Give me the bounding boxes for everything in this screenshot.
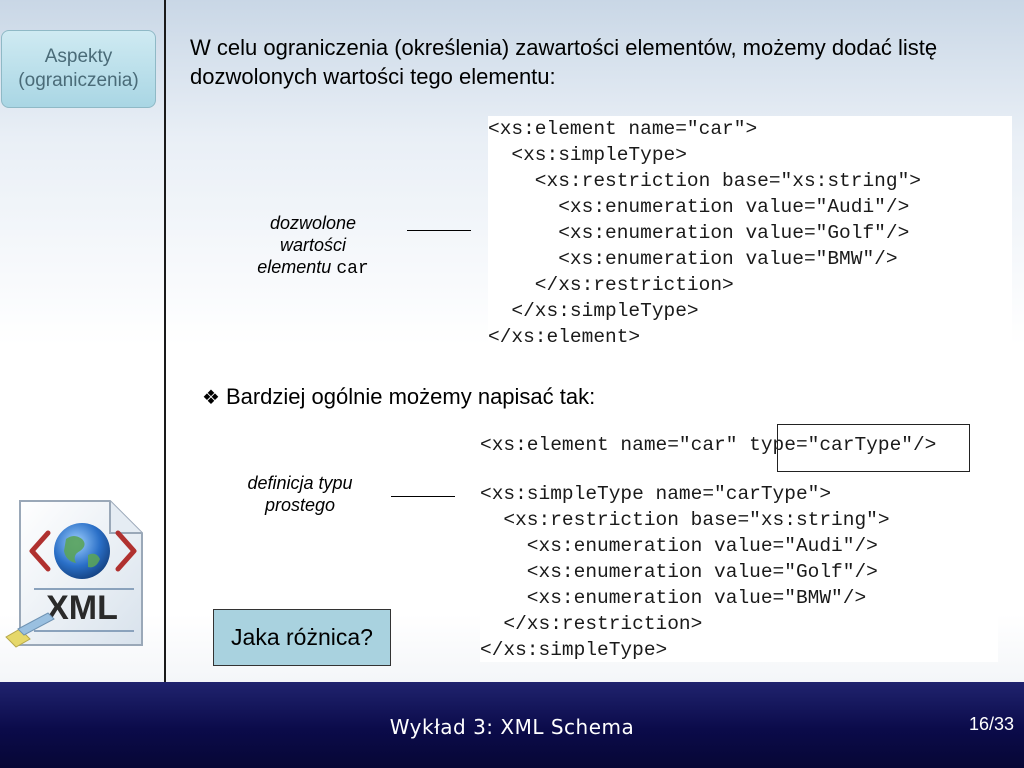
code-line: <xs:simpleType>	[488, 144, 687, 166]
caption-code: car	[336, 259, 369, 279]
type-attribute-highlight	[777, 424, 970, 472]
caption-line: dozwolone	[269, 213, 357, 233]
caption-line: elementu	[257, 257, 332, 277]
code-line: </xs:restriction>	[480, 613, 703, 635]
topic-badge: Aspekty (ograniczenia)	[1, 30, 156, 108]
code-line: </xs:element>	[488, 326, 641, 348]
code-line: <xs:restriction base="xs:string">	[480, 509, 890, 531]
code-line: <xs:restriction base="xs:string">	[488, 170, 921, 192]
xml-logo-text: XML	[46, 589, 118, 627]
code-line: <xs:element name="car">	[488, 118, 758, 140]
diamond-bullet-icon: ❖	[202, 387, 220, 409]
caption-line: definicja typu	[247, 473, 353, 493]
code-line: </xs:simpleType>	[488, 300, 699, 322]
connector-line	[407, 230, 471, 231]
code-line: <xs:enumeration value="Golf"/>	[480, 561, 878, 583]
caption-line: wartości	[279, 235, 346, 255]
code-block-enumeration: <xs:element name="car"> <xs:simpleType> …	[488, 116, 1012, 352]
code-block-simpletype: <xs:element name="car" type="carType"/> <…	[480, 430, 998, 662]
code-line: <xs:enumeration value="Audi"/>	[480, 535, 878, 557]
code-line: <xs:enumeration value="Golf"/>	[488, 222, 910, 244]
code-line: </xs:simpleType>	[480, 639, 668, 661]
footer-bar: Wykład 3: XML Schema 16/33	[0, 682, 1024, 768]
code-line: <xs:enumeration value="BMW"/>	[480, 587, 867, 609]
connector-line	[391, 496, 455, 497]
code-line: <xs:enumeration value="BMW"/>	[488, 248, 898, 270]
bullet-point: ❖Bardziej ogólnie możemy napisać tak:	[202, 382, 595, 413]
bullet-text: Bardziej ogólnie możemy napisać tak:	[225, 384, 596, 409]
lecture-title: Wykład 3: XML Schema	[389, 715, 635, 739]
caption-allowed-values: dozwolone wartości elementu car	[238, 212, 388, 280]
caption-simple-type-definition: definicja typu prostego	[225, 472, 375, 516]
intro-text: W celu ograniczenia (określenia) zawarto…	[190, 35, 938, 89]
code-line: <xs:simpleType name="carType">	[480, 483, 832, 505]
topic-line-1: Aspekty	[44, 46, 113, 67]
code-line-element-decl: <xs:element name="car" type="carType"/>	[480, 434, 937, 456]
caption-line: prostego	[264, 495, 336, 515]
question-box: Jaka różnica?	[213, 609, 391, 666]
code-line: <xs:enumeration value="Audi"/>	[488, 196, 910, 218]
vertical-divider	[164, 0, 166, 682]
code-line: </xs:restriction>	[488, 274, 734, 296]
topic-line-2: (ograniczenia)	[18, 70, 139, 91]
page-number: 16/33	[968, 714, 1014, 734]
xml-file-icon: XML	[5, 500, 143, 648]
